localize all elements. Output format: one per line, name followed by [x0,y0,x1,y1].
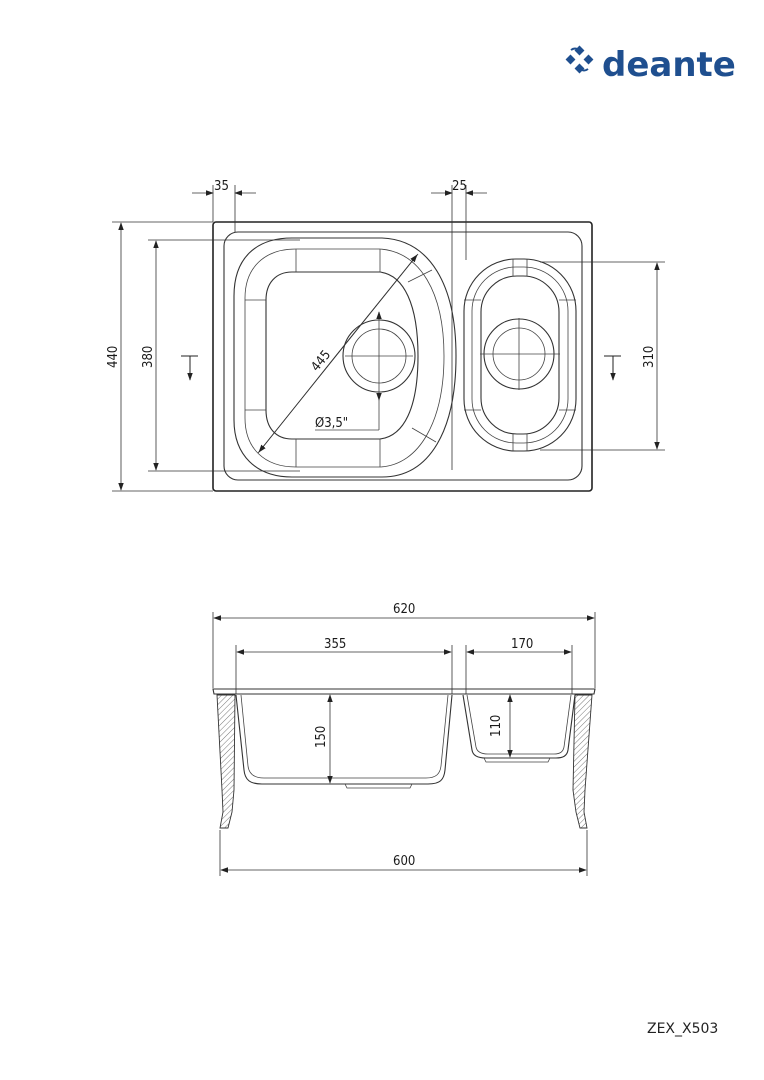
sink-outline [212,221,593,492]
section-marker-right [604,355,621,381]
side-rim [212,688,596,695]
small-bowl-profile [462,694,576,759]
dim-overall-width: 620 [212,602,596,688]
small-bowl [463,258,577,452]
dim-rim-left: 35 [192,179,256,232]
large-bowl-profile [235,694,453,785]
large-bowl [233,237,457,478]
right-wall [572,694,593,829]
dim-large-bowl-width: 355 [235,637,453,694]
dim-small-bowl-width: 170 [465,637,573,694]
side-view: 620 355 170 150 [212,602,596,876]
svg-text:35: 35 [214,179,229,194]
section-marker-left [181,355,198,381]
svg-text:445: 445 [308,348,334,375]
sink-deck [223,231,583,481]
svg-text:600: 600 [393,854,415,869]
svg-text:110: 110 [489,715,504,737]
dim-large-bowl-depth: 150 [314,694,333,784]
dim-overall-depth: 440 [106,221,213,492]
svg-text:25: 25 [452,179,467,194]
svg-text:620: 620 [393,602,415,617]
deante-logo-icon [565,45,594,74]
dim-small-bowl-depth: 110 [489,694,513,758]
svg-text:170: 170 [511,637,533,652]
svg-text:380: 380 [141,346,156,368]
dim-divider-gap: 25 [431,179,487,470]
svg-text:440: 440 [106,346,121,368]
dim-cabinet-width: 600 [219,830,588,876]
dim-small-bowl-depth: 310 [540,261,665,451]
deante-logo: deante [565,45,736,85]
deante-logo-text: deante [602,45,736,85]
top-view: 35 25 440 [106,179,665,492]
left-wall [216,694,236,829]
drain-label: Ø3,5" [315,416,348,431]
svg-text:355: 355 [324,637,346,652]
svg-text:310: 310 [642,346,657,368]
dim-bowl-depth: 380 [141,239,300,472]
product-code: ZEX_X503 [647,1021,718,1037]
svg-text:150: 150 [314,726,329,748]
